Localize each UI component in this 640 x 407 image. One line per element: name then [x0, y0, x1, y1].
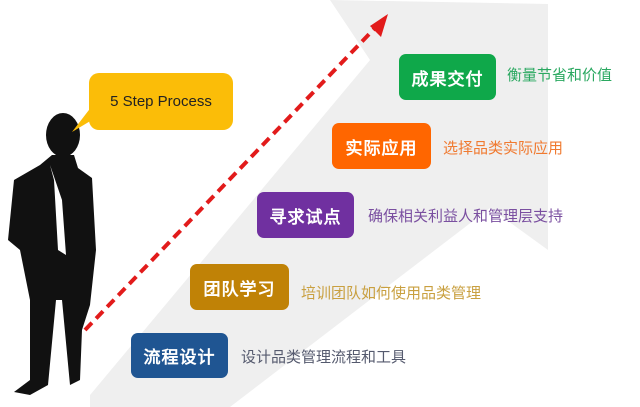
step-2-box: 团队学习	[190, 264, 289, 310]
step-1-box: 流程设计	[131, 333, 228, 378]
bubble-tail	[72, 106, 92, 132]
step-3-description: 确保相关利益人和管理层支持	[368, 207, 564, 225]
step-4-description: 选择品类实际应用	[443, 139, 564, 157]
step-1-description: 设计品类管理流程和工具	[241, 348, 407, 366]
step-2-description: 培训团队如何使用品类管理	[301, 284, 482, 302]
speech-bubble: 5 Step Process	[89, 73, 233, 130]
step-5-description: 衡量节省和价值	[507, 66, 613, 84]
step-4-box: 实际应用	[332, 123, 431, 169]
red-dashed-arrow	[83, 26, 377, 332]
person-silhouette	[8, 113, 96, 395]
step-5-box: 成果交付	[399, 54, 496, 100]
step-3-box: 寻求试点	[257, 192, 354, 238]
arrow-head	[370, 14, 388, 37]
